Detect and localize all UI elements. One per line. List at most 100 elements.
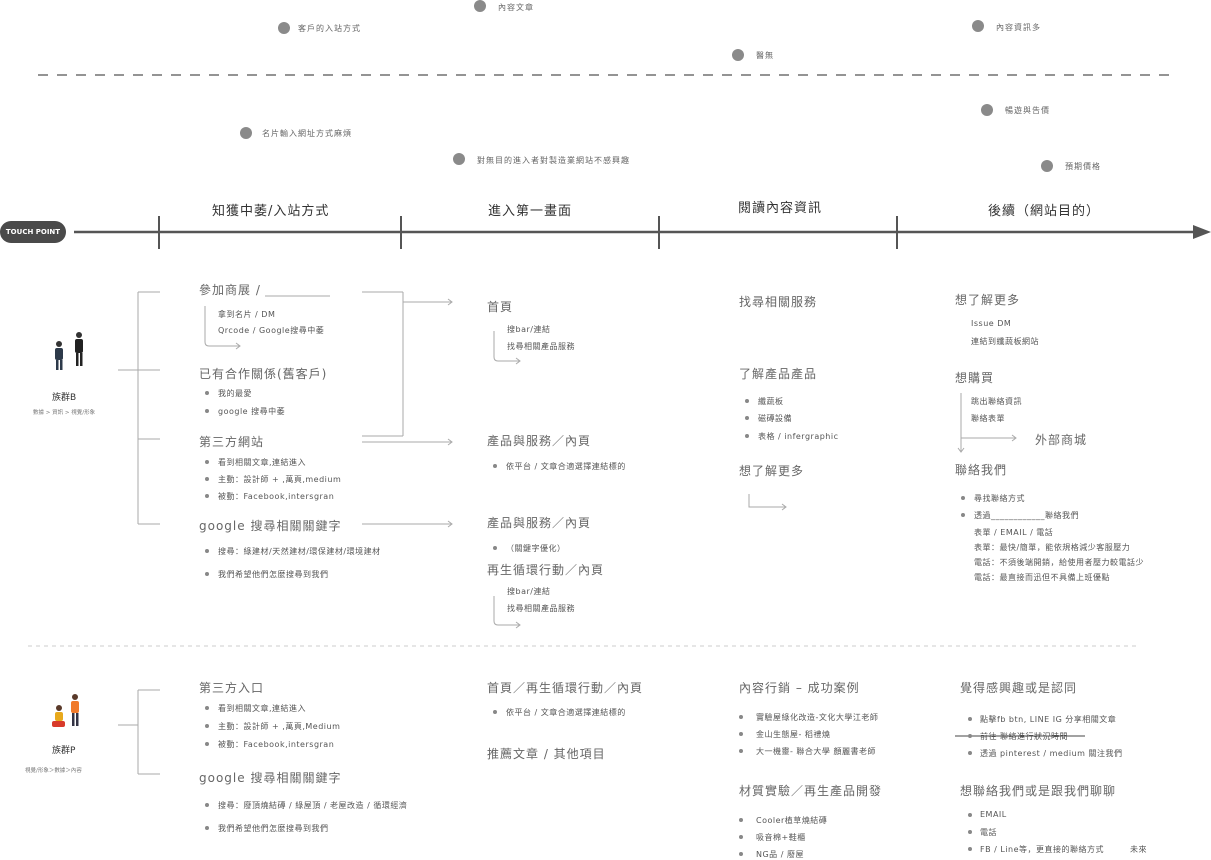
bullet bbox=[739, 749, 743, 753]
b2-item: （關鍵字優化） bbox=[506, 544, 566, 553]
b1-item: 我的最愛 bbox=[218, 389, 252, 398]
stage-4-title: 後續（網站目的） bbox=[988, 204, 1101, 219]
b2-heading: 首頁 bbox=[487, 300, 514, 314]
bullet bbox=[968, 830, 972, 834]
bullet bbox=[205, 803, 209, 807]
bullet bbox=[745, 399, 749, 403]
b2-item: 搜bar/連結 bbox=[507, 587, 551, 596]
bullet bbox=[961, 513, 965, 517]
p3-item: 吸音棉+鞋櫃 bbox=[756, 833, 806, 842]
note-text: 名片輸入網址方式麻煩 bbox=[262, 129, 352, 138]
bullet bbox=[739, 818, 743, 822]
p1-heading: google 搜尋相關關鍵字 bbox=[199, 771, 342, 785]
b4-sub-item: 表單：最快/簡單，能依規格減少客服壓力 bbox=[974, 543, 1131, 552]
bullet bbox=[205, 706, 209, 710]
persona-b-figures bbox=[55, 332, 83, 370]
b1-item: 被動：Facebook,intersgran bbox=[218, 492, 335, 501]
note-dot bbox=[1041, 160, 1053, 172]
note-dot bbox=[972, 20, 984, 32]
b1-heading: 參加商展 / bbox=[199, 283, 261, 297]
b2-heading: 產品與服務／內頁 bbox=[487, 516, 592, 530]
p3-item: NG品 / 廢屋 bbox=[756, 850, 804, 859]
bullet bbox=[205, 572, 209, 576]
b3-heading: 了解產品產品 bbox=[739, 367, 818, 381]
bullet bbox=[205, 477, 209, 481]
bullet bbox=[745, 416, 749, 420]
bullet bbox=[961, 496, 965, 500]
note-dot bbox=[453, 153, 465, 165]
b3-heading: 找尋相關服務 bbox=[739, 295, 818, 309]
b1-heading: google 搜尋相關關鍵字 bbox=[199, 519, 342, 533]
persona-b-name: 族群B bbox=[52, 393, 77, 403]
note-text: 對無目的進入者對製造業網站不感興趣 bbox=[477, 156, 630, 165]
bullet bbox=[205, 724, 209, 728]
persona-p-desc: 視覺/形象＞數據＞內容 bbox=[25, 768, 82, 774]
b4-heading: 想了解更多 bbox=[955, 293, 1021, 307]
p2-heading: 首頁／再生循環行動／內頁 bbox=[487, 681, 644, 695]
b4-heading: 聯絡我們 bbox=[955, 463, 1008, 477]
b1-heading: 已有合作關係(舊客戶) bbox=[199, 367, 328, 381]
p2-item: 依平台 / 文章合適選擇連結標的 bbox=[506, 708, 626, 717]
bullet bbox=[205, 391, 209, 395]
bullet bbox=[739, 852, 743, 856]
bullet bbox=[968, 847, 972, 851]
p1-item: 看到相關文章,連結進入 bbox=[218, 704, 307, 713]
note-text: 客戶的入站方式 bbox=[298, 24, 361, 33]
p4-item: FB / Line等，更直接的聯絡方式 bbox=[980, 845, 1105, 854]
persona-b-desc: 數據 > 資訊 > 視覺/形象 bbox=[33, 410, 96, 416]
bullet bbox=[493, 546, 497, 550]
note-text: 預期價格 bbox=[1065, 162, 1101, 171]
p4-item: 點擊fb btn, LINE IG 分享相關文章 bbox=[980, 715, 1117, 724]
b4-item: 尋找聯絡方式 bbox=[974, 494, 1025, 503]
bullet bbox=[968, 751, 972, 755]
persona-p-name: 族群P bbox=[52, 746, 76, 756]
p1-item: 主動：設計師 + ,萬頁,Medium bbox=[218, 722, 341, 731]
p1-item: 我們希望他們怎麼搜尋到我們 bbox=[218, 824, 329, 833]
touch-point-badge: TOUCH POINT bbox=[0, 221, 66, 243]
note-dot bbox=[732, 49, 744, 61]
b4-sub-item: 電話：最直接而迅但不具備上班優點 bbox=[974, 573, 1110, 582]
p3-heading: 材質實驗／再生產品開發 bbox=[739, 784, 883, 798]
p1-item: 搜尋：廢頂燒結磚 / 綠屋頂 / 老屋改造 / 循環經濟 bbox=[218, 801, 408, 810]
external-store-label: 外部商城 bbox=[1035, 433, 1088, 447]
stage-2-title: 進入第一畫面 bbox=[488, 204, 573, 219]
bullet bbox=[493, 710, 497, 714]
b4-item: 聯絡表單 bbox=[971, 414, 1005, 423]
bullet bbox=[739, 715, 743, 719]
p4-item: 前往 聯絡進行狀況時間 bbox=[980, 732, 1069, 741]
note-dot bbox=[474, 0, 486, 12]
b1-item: 我們希望他們怎麼搜尋到我們 bbox=[218, 570, 329, 579]
bullet bbox=[968, 813, 972, 817]
p4-item: 透過 pinterest / medium 關注我們 bbox=[980, 749, 1123, 758]
note-text: 暢遊與告價 bbox=[1005, 106, 1050, 115]
b2-item: 找尋相關產品服務 bbox=[507, 604, 575, 613]
bullet bbox=[205, 549, 209, 553]
p4-item: EMAIL bbox=[980, 810, 1007, 819]
p4-heading: 覺得感興趣或是認同 bbox=[960, 681, 1078, 695]
b3-heading: 想了解更多 bbox=[739, 464, 805, 478]
b1-item: google 搜尋中萎 bbox=[218, 407, 286, 416]
p4-heading: 想聯絡我們或是跟我們聊聊 bbox=[960, 784, 1117, 798]
b4-item: 透過____________聯絡我們 bbox=[974, 511, 1079, 520]
bullet bbox=[739, 835, 743, 839]
note-text: 內容資訊多 bbox=[996, 23, 1041, 32]
bullet bbox=[205, 826, 209, 830]
p2-heading: 推薦文章 / 其他項目 bbox=[487, 747, 606, 761]
bullet bbox=[205, 742, 209, 746]
bullet bbox=[739, 732, 743, 736]
stage-3-title: 閱讀內容資訊 bbox=[738, 201, 823, 216]
b4-sub-item: 電話：不須後端開銷，給使用者壓力較電話少 bbox=[974, 558, 1144, 567]
bullet bbox=[205, 409, 209, 413]
b2-item: 搜bar/連結 bbox=[507, 325, 551, 334]
p1-heading: 第三方入口 bbox=[199, 681, 265, 695]
persona-p-figures bbox=[52, 694, 79, 727]
b4-item: 連結到纖蔬板網站 bbox=[971, 337, 1039, 346]
b3-item: 纖蔬板 bbox=[758, 397, 784, 406]
p1-item: 被動：Facebook,intersgran bbox=[218, 740, 335, 749]
b1-item: 拿到名片 / DM bbox=[218, 310, 276, 319]
bullet bbox=[968, 717, 972, 721]
p4-extra: 未來 bbox=[1130, 845, 1147, 854]
bullet bbox=[205, 494, 209, 498]
b4-heading: 想購買 bbox=[955, 371, 995, 385]
